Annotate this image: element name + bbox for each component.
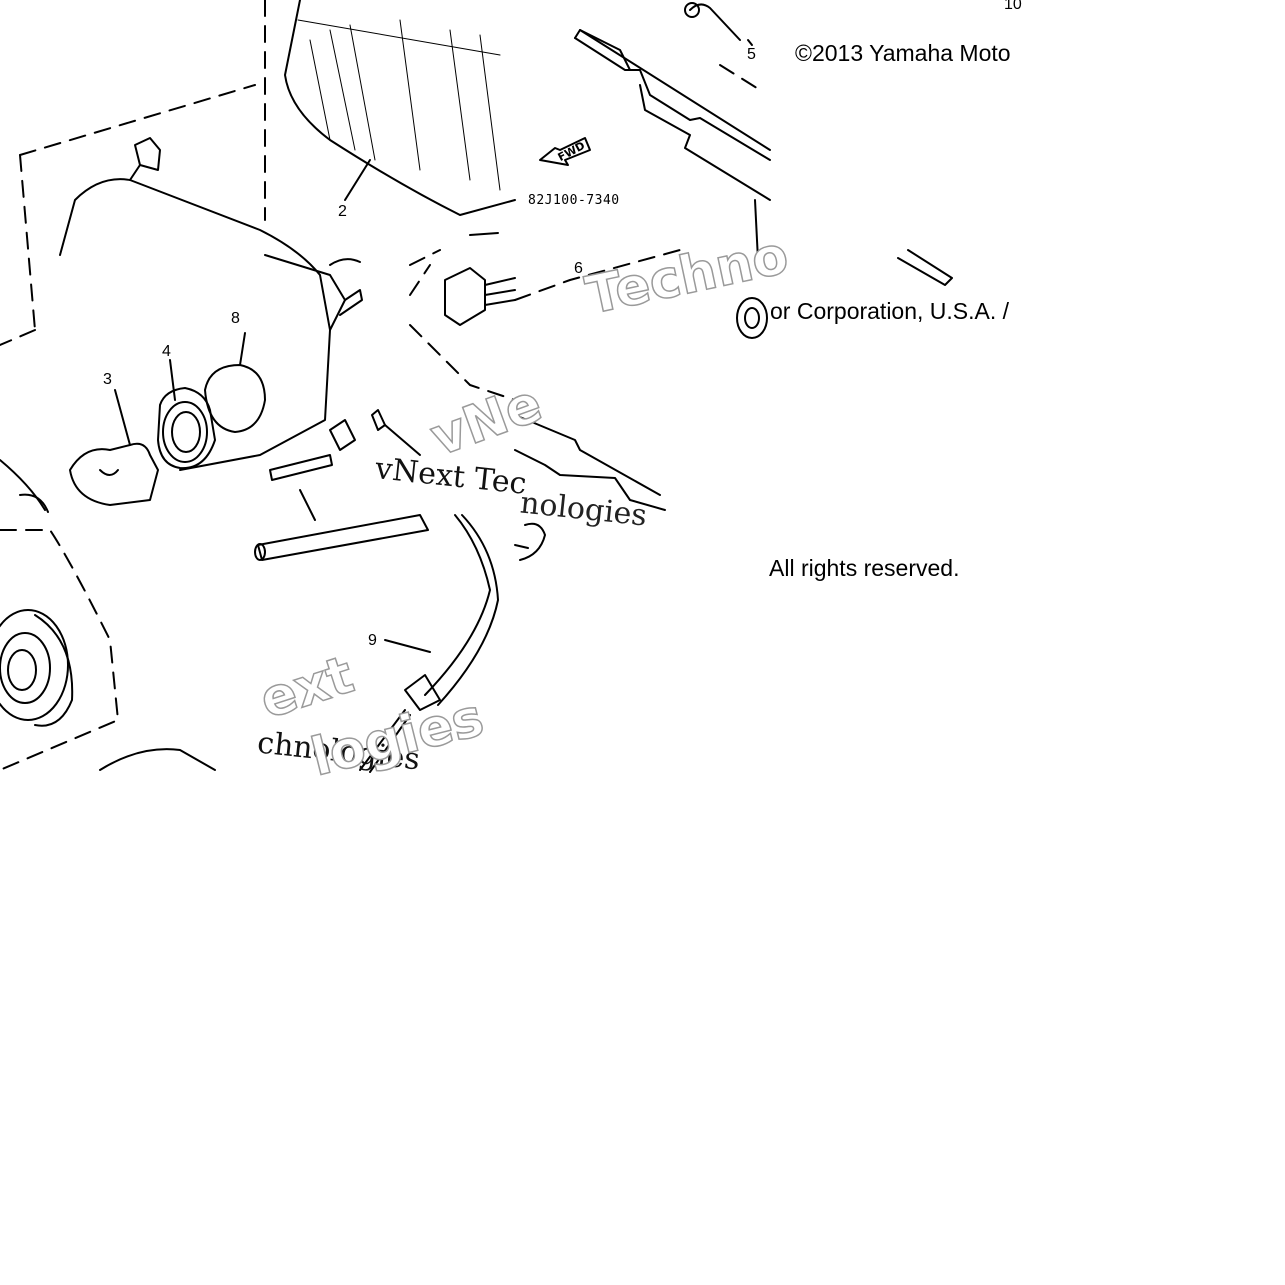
callout-5: 5 [747,46,756,63]
copyright-line-2: or Corporation, U.S.A. / [770,298,1010,324]
headlight-lens-drawing [264,0,516,266]
callout-10-tile: 10 [990,0,1030,14]
copyright-line-1: ©2013 Yamaha Moto [795,40,1011,66]
callout-4: 4 [162,343,171,360]
headlight-housing-drawing [0,84,421,521]
callout-9: 9 [368,632,377,649]
harness-tube-drawing [254,514,499,773]
socket-drawing [0,529,216,771]
callout-3: 3 [103,371,112,388]
cable-routing-drawing [514,414,666,561]
part-number-label: 82J100-7340 [528,193,620,208]
bracket-drawing [409,2,953,401]
callout-2: 2 [338,203,347,220]
copyright-line-3: All rights reserved. [769,555,960,581]
callout-10: 10 [1004,0,1022,13]
callout-8: 8 [231,310,240,327]
callout-6: 6 [574,260,583,277]
